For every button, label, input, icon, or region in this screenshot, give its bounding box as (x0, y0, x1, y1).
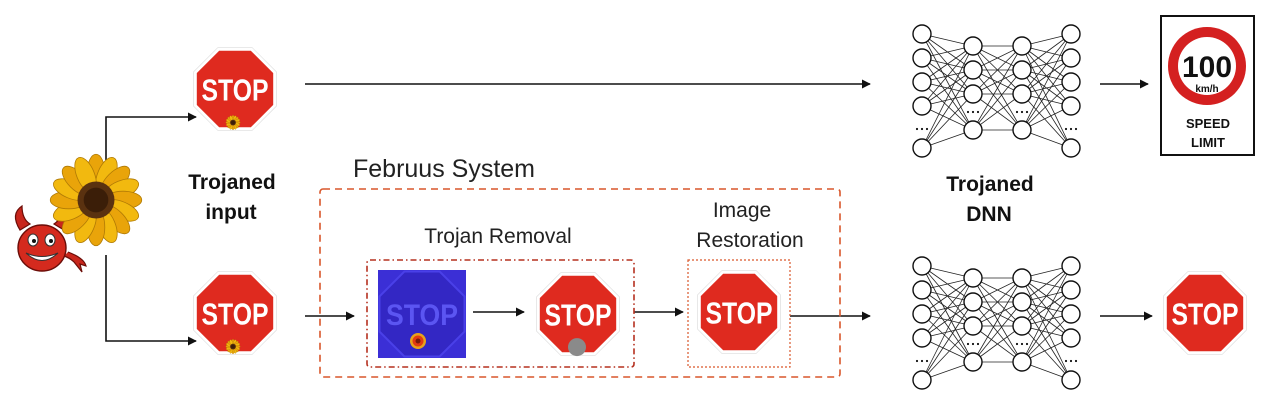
dnn-node (1061, 138, 1081, 158)
dnn-node (1061, 256, 1081, 276)
dnn-node (963, 316, 983, 336)
dnn-node (1061, 370, 1081, 390)
stop-label: STOP (545, 298, 612, 333)
dnn-node (912, 48, 932, 68)
dnn-node (912, 72, 932, 92)
stop-label: STOP (706, 296, 773, 331)
image-restoration-box (687, 259, 791, 368)
trojaned-dnn-label-line1: Trojaned (946, 173, 1034, 196)
dnn-node (1012, 316, 1032, 336)
dnn-node (1061, 72, 1081, 92)
speed-limit-sign: 100 km/h SPEED LIMIT (1160, 15, 1255, 156)
masked-stop-sign: STOP (536, 272, 620, 357)
dnn-node (1061, 24, 1081, 44)
sunflower-trigger-icon (49, 153, 143, 247)
trojaned-stop-sign-top: STOP (193, 47, 277, 131)
dnn-node (1061, 328, 1081, 348)
stop-label: STOP (202, 73, 269, 108)
grey-mask (568, 338, 586, 357)
trojan-removal-label: Trojan Removal (424, 225, 571, 248)
arrow-attacker-to-bottom-stop (105, 255, 197, 346)
speed-limit-line2: LIMIT (1191, 135, 1225, 150)
dnn-node (963, 120, 983, 140)
dnn-node (1061, 280, 1081, 300)
attacker-devil-icon (14, 204, 87, 273)
dnn-connections (921, 265, 1072, 381)
output-stop-sign: STOP (1163, 271, 1247, 355)
dnn-node (912, 304, 932, 324)
dnn-node (963, 268, 983, 288)
dnn-node (1012, 268, 1032, 288)
arrow-attacker-to-top-stop (105, 112, 197, 160)
dnn-node (963, 60, 983, 80)
dnn-node (1012, 352, 1032, 372)
trojaned-input-label-line1: Trojaned (188, 171, 276, 194)
dnn-node (963, 352, 983, 372)
dnn-node (912, 256, 932, 276)
image-restoration-label-line1: Image (713, 199, 771, 222)
dnn-node (912, 24, 932, 44)
dnn-node (912, 328, 932, 348)
trojaned-input-label-line2: input (205, 201, 256, 224)
speed-limit-line1: SPEED (1186, 116, 1230, 131)
dnn-node (912, 96, 932, 116)
trojan-removal-box (366, 259, 635, 368)
dnn-node (1012, 84, 1032, 104)
speed-value: 100 (1182, 51, 1232, 84)
dnn-node (912, 370, 932, 390)
februus-system-box (319, 188, 841, 378)
sunflower-trigger-icon (225, 339, 241, 354)
connector-arrows (105, 79, 1153, 346)
speed-unit: km/h (1195, 84, 1218, 95)
februus-system-label: Februus System (353, 155, 535, 183)
svg-text:STOP: STOP (386, 299, 458, 332)
dnn-node (912, 280, 932, 300)
dnn-node (963, 36, 983, 56)
dnn-node (1012, 60, 1032, 80)
dnn-node (1061, 48, 1081, 68)
dnn-node (912, 138, 932, 158)
trojaned-stop-sign-bottom: STOP (193, 271, 277, 355)
image-restoration-label-line2: Restoration (696, 229, 803, 252)
dnn-node (1061, 304, 1081, 324)
dnn-node (963, 84, 983, 104)
dnn-node (1012, 292, 1032, 312)
stop-label: STOP (202, 297, 269, 332)
dnn-node (1012, 36, 1032, 56)
restored-stop-sign: STOP (697, 270, 781, 354)
dnn-node (1061, 96, 1081, 116)
sunflower-trigger-icon (225, 115, 241, 130)
trojaned-dnn-label-line2: DNN (966, 203, 1012, 226)
dnn-node (1012, 120, 1032, 140)
trojaned-dnn-bottom (912, 256, 1081, 390)
heatmap-stop-sign: STOP (378, 270, 466, 358)
dnn-connections (921, 33, 1072, 149)
trojaned-dnn-top (912, 24, 1081, 158)
dnn-node (963, 292, 983, 312)
stop-label: STOP (1172, 297, 1239, 332)
